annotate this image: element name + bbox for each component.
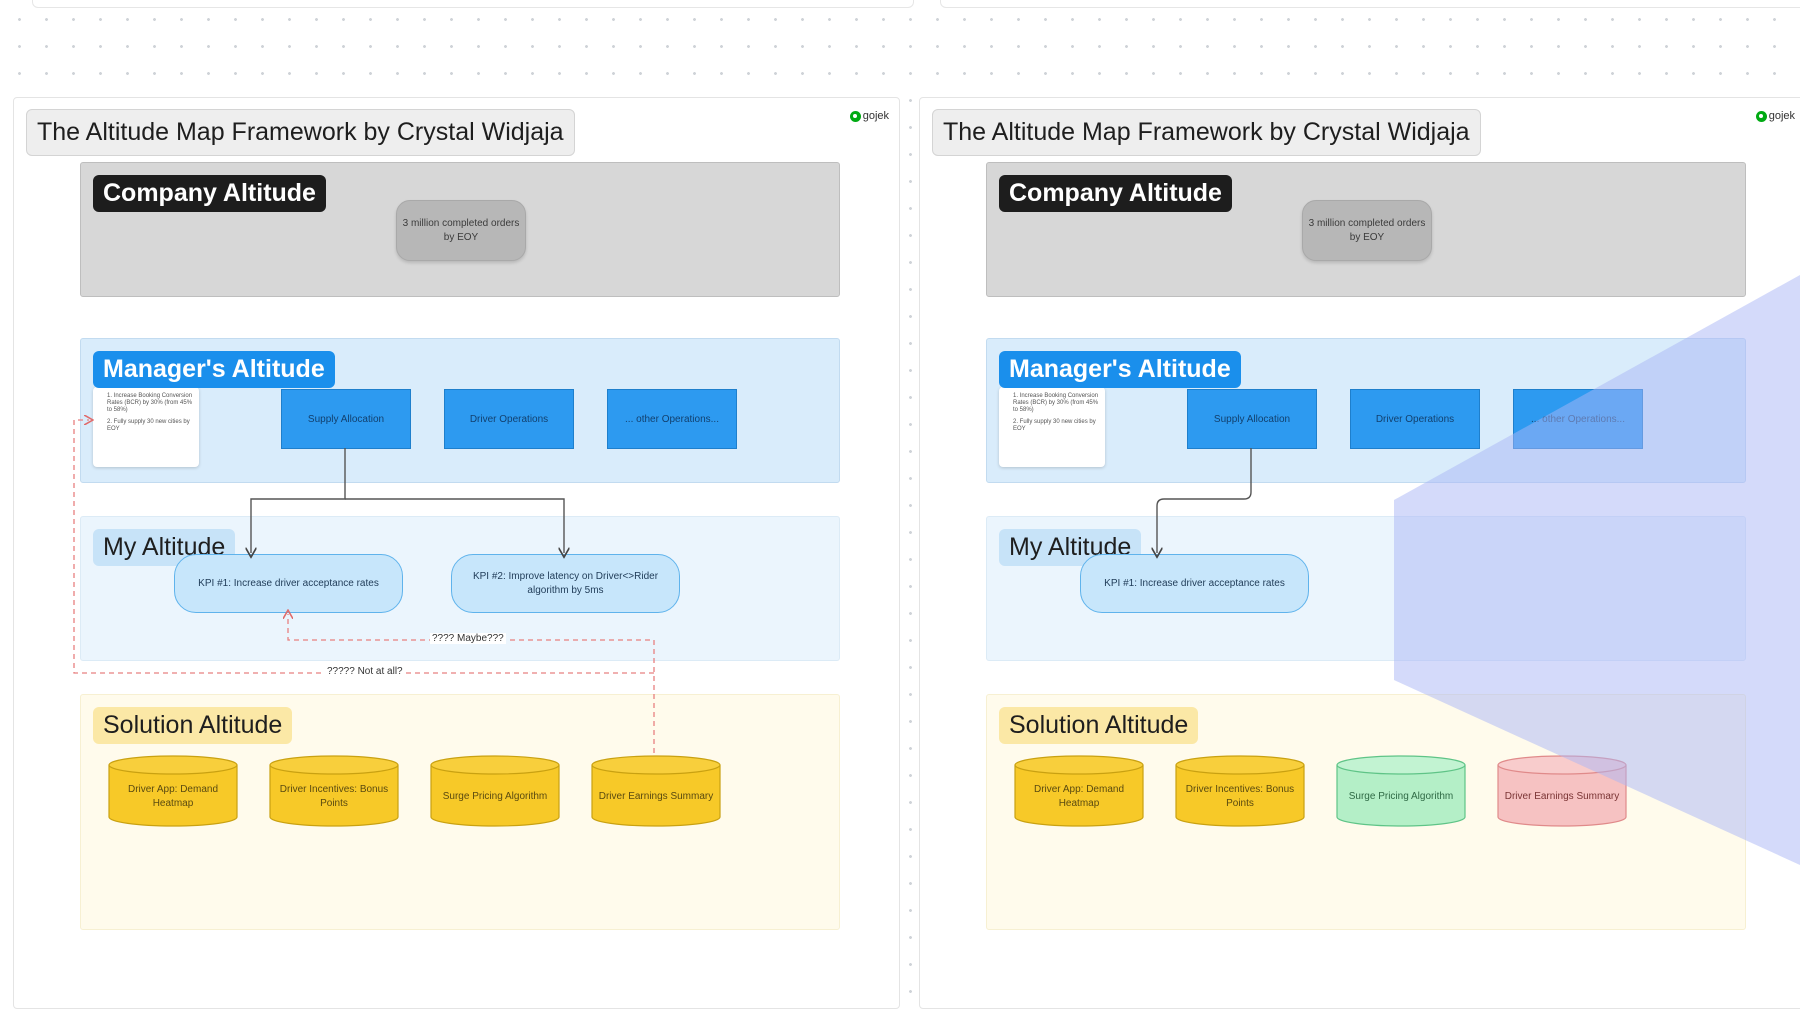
solution-altitude-band[interactable]: Solution Altitude Driver App: Demand Hea… <box>80 694 840 930</box>
cylinder-label: Surge Pricing Algorithm <box>442 791 548 802</box>
frame-title[interactable]: The Altitude Map Framework by Crystal Wi… <box>932 109 1481 156</box>
kpi-pill-1[interactable]: KPI #1: Increase driver acceptance rates <box>1080 554 1309 613</box>
cylinder-label: Driver App: Demand Heatmap <box>1033 784 1125 809</box>
solution-cylinder-bonus-points[interactable]: Driver Incentives: Bonus Points <box>1175 755 1305 827</box>
solution-cylinder-demand-heatmap[interactable]: Driver App: Demand Heatmap <box>108 755 238 827</box>
cylinder-label: Driver Incentives: Bonus Points <box>279 784 389 809</box>
solution-cylinder-bonus-points[interactable]: Driver Incentives: Bonus Points <box>269 755 399 827</box>
company-altitude-band[interactable]: Company Altitude 3 million completed ord… <box>986 162 1746 297</box>
cylinder-label: Driver Earnings Summary <box>598 791 714 802</box>
gojek-logo: gojek <box>849 110 889 122</box>
frame-top-edge <box>940 0 1800 8</box>
manager-altitude-band[interactable]: 1. Increase Booking Conversion Rates (BC… <box>986 338 1746 483</box>
sticky-note-line: 2. Fully supply 30 new cities by EOY <box>1013 419 1096 432</box>
cylinder-label: Driver Earnings Summary <box>1504 791 1620 802</box>
operation-box-driver-operations[interactable]: Driver Operations <box>1350 389 1480 449</box>
logo-text: gojek <box>1768 110 1795 122</box>
cylinder-shape <box>430 755 560 827</box>
sticky-note-line: 1. Increase Booking Conversion Rates (BC… <box>107 393 193 413</box>
cylinder-shape <box>1014 755 1144 827</box>
solution-cylinder-surge-pricing[interactable]: Surge Pricing Algorithm <box>430 755 560 827</box>
operation-box-supply-allocation[interactable]: Supply Allocation <box>1187 389 1317 449</box>
gojek-logo-icon <box>1755 110 1767 122</box>
operation-box-driver-operations[interactable]: Driver Operations <box>444 389 574 449</box>
operation-box-other-operations[interactable]: ... other Operations... <box>1513 389 1643 449</box>
frame-top-edge <box>32 0 914 8</box>
solution-altitude-band[interactable]: Solution Altitude Driver App: Demand Hea… <box>986 694 1746 930</box>
operation-box-supply-allocation[interactable]: Supply Allocation <box>281 389 411 449</box>
dashed-label-maybe[interactable]: ???? Maybe??? <box>430 633 506 644</box>
manager-goals-sticky-note[interactable]: 1. Increase Booking Conversion Rates (BC… <box>999 387 1105 467</box>
company-altitude-label[interactable]: Company Altitude <box>93 175 326 212</box>
company-goal-pill[interactable]: 3 million completed orders by EOY <box>1302 200 1432 261</box>
gojek-logo-icon <box>849 110 861 122</box>
cylinder-shape <box>591 755 721 827</box>
altitude-map-frame-1[interactable]: The Altitude Map Framework by Crystal Wi… <box>13 97 900 1009</box>
operation-box-other-operations[interactable]: ... other Operations... <box>607 389 737 449</box>
altitude-map-frame-2[interactable]: The Altitude Map Framework by Crystal Wi… <box>919 97 1800 1009</box>
solution-altitude-label[interactable]: Solution Altitude <box>93 707 293 744</box>
manager-altitude-label[interactable]: Manager's Altitude <box>93 351 335 388</box>
solution-cylinder-earnings-summary[interactable]: Driver Earnings Summary <box>1497 755 1627 827</box>
my-altitude-label[interactable]: My Altitude <box>999 529 1142 566</box>
solution-altitude-label[interactable]: Solution Altitude <box>999 707 1199 744</box>
sticky-note-line: 2. Fully supply 30 new cities by EOY <box>107 419 190 432</box>
my-altitude-band[interactable]: My Altitude KPI #1: Increase driver acce… <box>986 516 1746 661</box>
company-goal-pill[interactable]: 3 million completed orders by EOY <box>396 200 526 261</box>
solution-cylinder-demand-heatmap[interactable]: Driver App: Demand Heatmap <box>1014 755 1144 827</box>
cylinder-shape <box>108 755 238 827</box>
cylinder-shape <box>269 755 399 827</box>
gojek-logo: gojek <box>1755 110 1795 122</box>
solution-cylinder-surge-pricing[interactable]: Surge Pricing Algorithm <box>1336 755 1466 827</box>
manager-altitude-label[interactable]: Manager's Altitude <box>999 351 1241 388</box>
kpi-pill-1[interactable]: KPI #1: Increase driver acceptance rates <box>174 554 403 613</box>
kpi-pill-2[interactable]: KPI #2: Improve latency on Driver<>Rider… <box>451 554 680 613</box>
manager-goals-sticky-note[interactable]: 1. Increase Booking Conversion Rates (BC… <box>93 387 199 467</box>
sticky-note-line: 1. Increase Booking Conversion Rates (BC… <box>1013 393 1099 413</box>
solution-cylinder-earnings-summary[interactable]: Driver Earnings Summary <box>591 755 721 827</box>
logo-text: gojek <box>862 110 889 122</box>
cylinder-label: Driver App: Demand Heatmap <box>127 784 219 809</box>
manager-altitude-band[interactable]: 1. Increase Booking Conversion Rates (BC… <box>80 338 840 483</box>
company-altitude-band[interactable]: Company Altitude 3 million completed ord… <box>80 162 840 297</box>
cylinder-label: Driver Incentives: Bonus Points <box>1185 784 1295 809</box>
frame-title[interactable]: The Altitude Map Framework by Crystal Wi… <box>26 109 575 156</box>
cylinder-shape <box>1175 755 1305 827</box>
cylinder-label: Surge Pricing Algorithm <box>1348 791 1454 802</box>
company-altitude-label[interactable]: Company Altitude <box>999 175 1232 212</box>
dashed-label-not-at-all[interactable]: ????? Not at all? <box>325 666 405 677</box>
